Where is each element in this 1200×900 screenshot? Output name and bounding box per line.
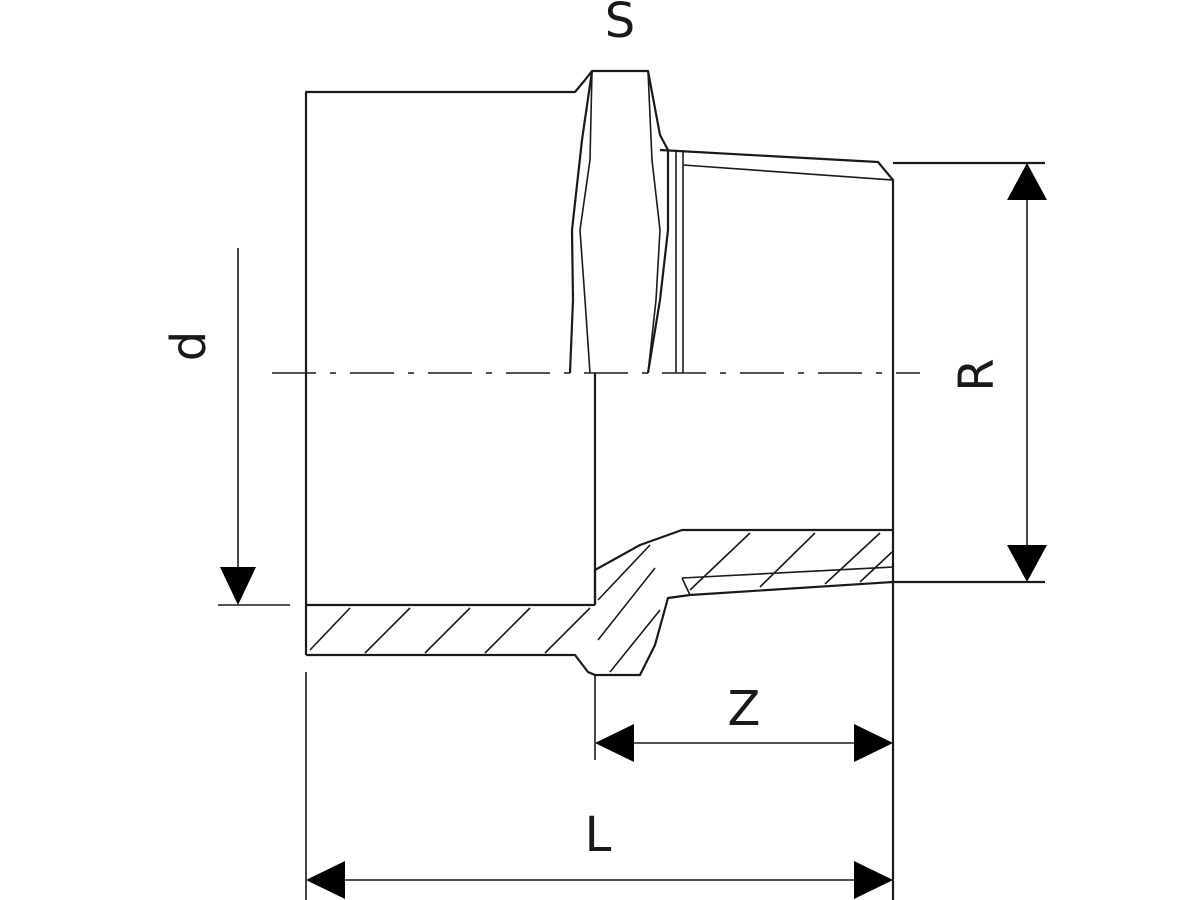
- label-l: L: [585, 807, 612, 863]
- hex-nut: [568, 69, 670, 374]
- label-z: Z: [728, 681, 761, 737]
- label-r: R: [949, 358, 1005, 391]
- socket-body: [304, 79, 596, 677]
- dimension-l: [305, 672, 893, 900]
- label-s: S: [605, 0, 635, 49]
- threaded-spigot: [593, 148, 1045, 900]
- dimension-z: [594, 675, 893, 762]
- wall-section: [309, 528, 894, 677]
- label-d: d: [161, 331, 217, 361]
- dimension-r: [1007, 163, 1047, 582]
- dimension-d: [218, 248, 290, 606]
